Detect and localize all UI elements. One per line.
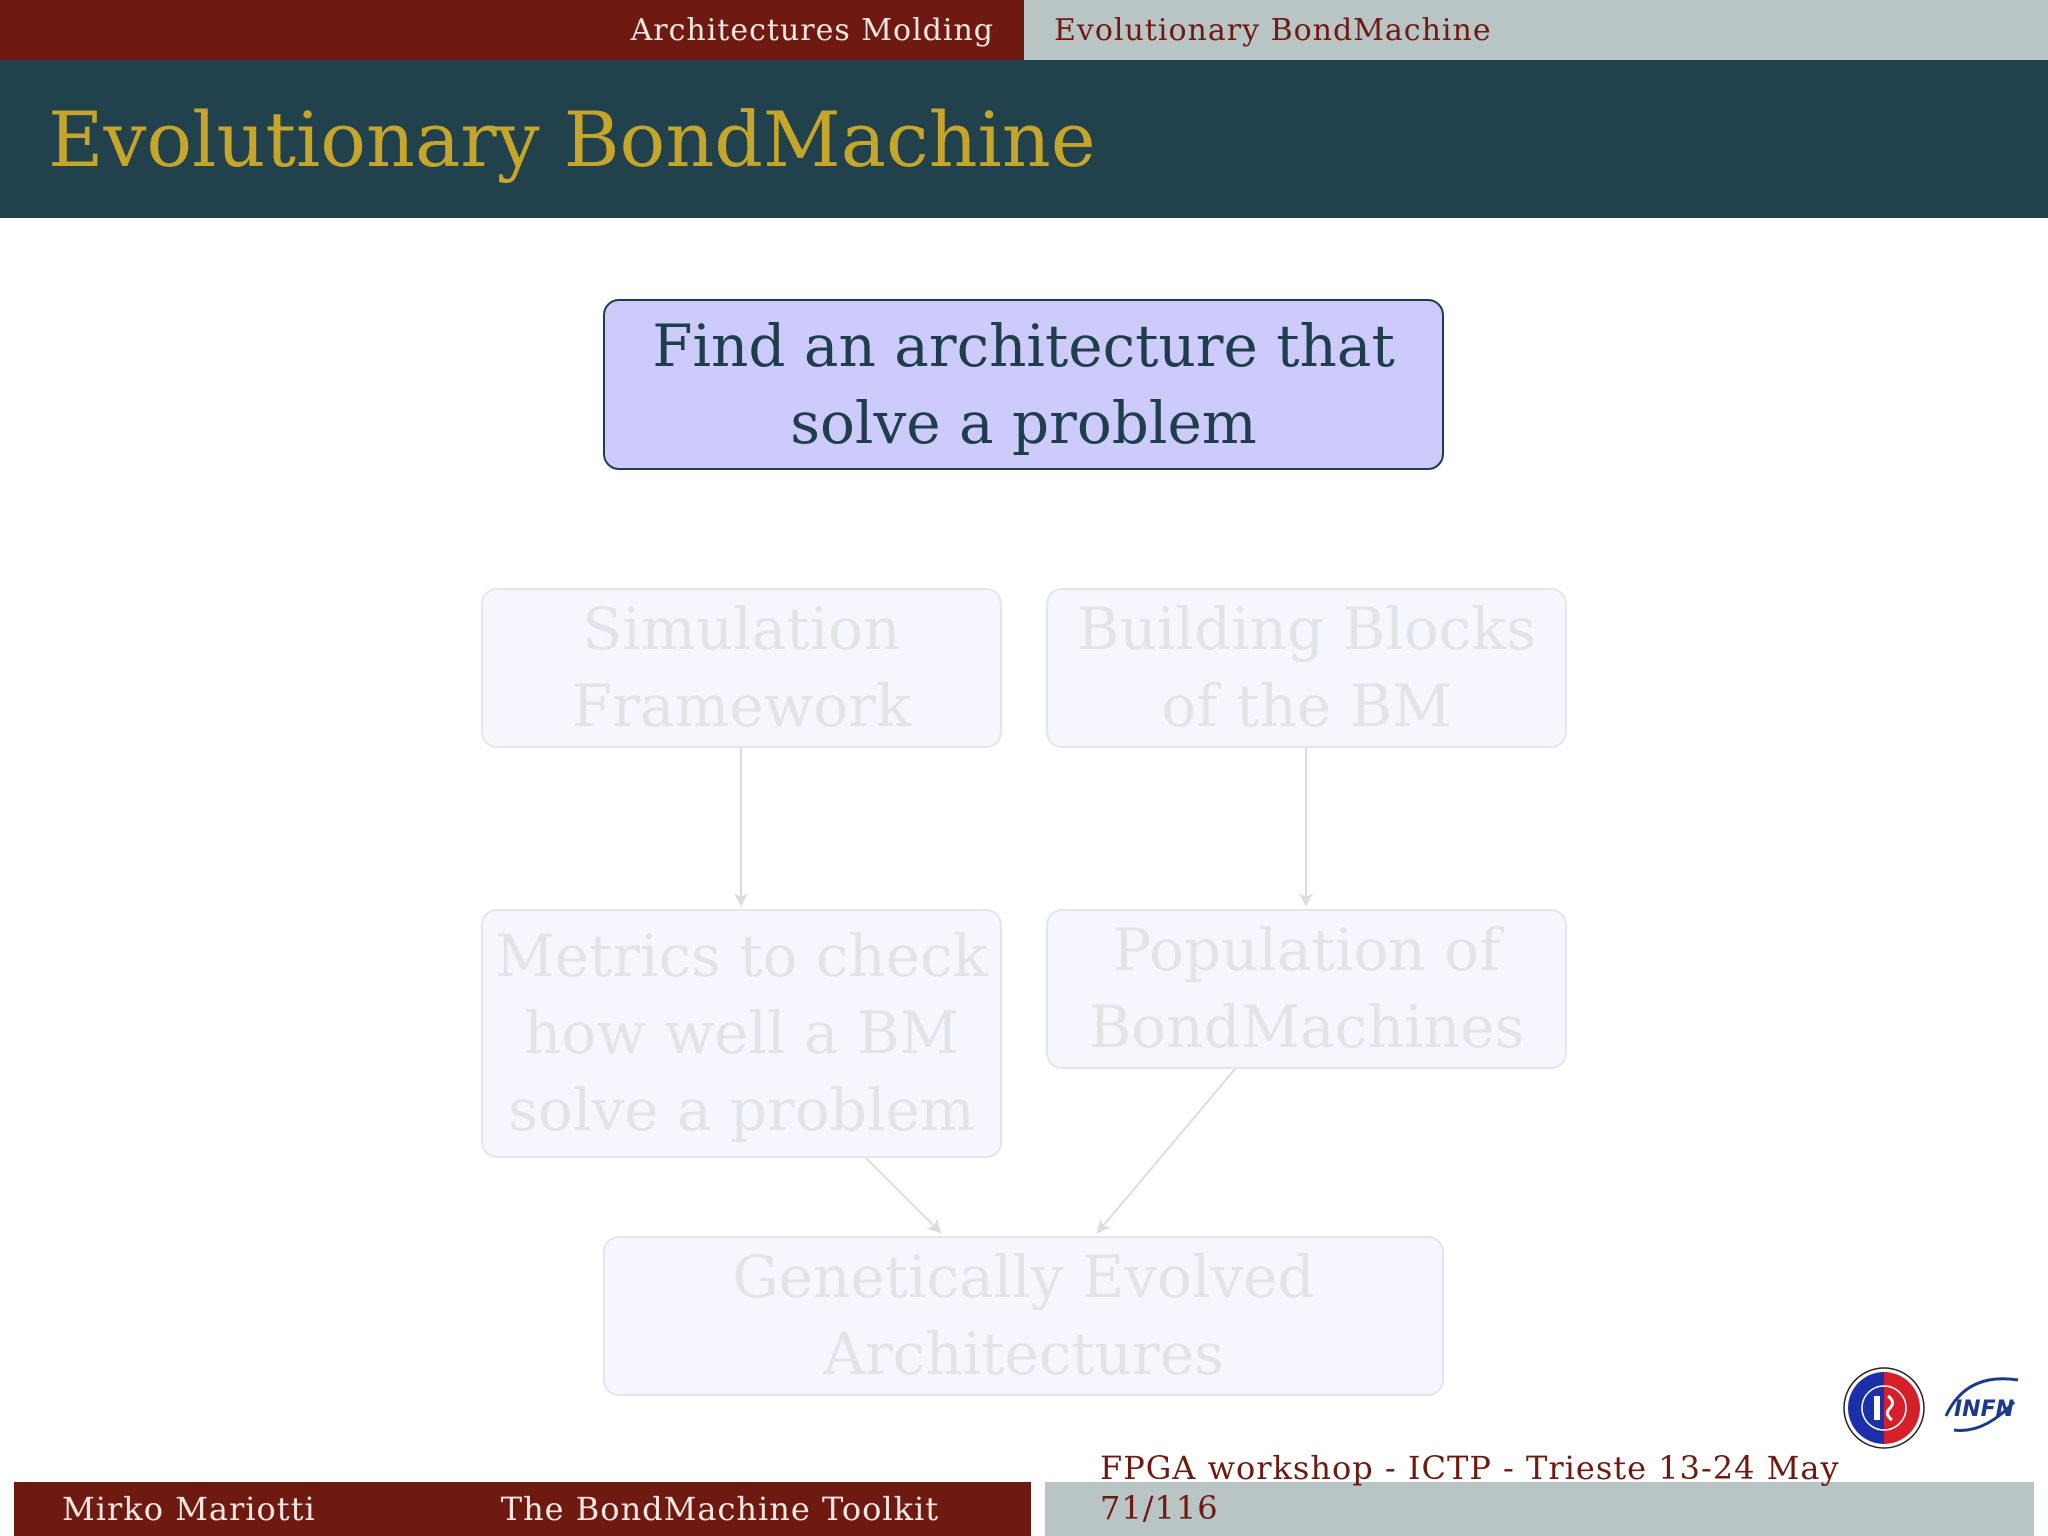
footer-author: Mirko Mariotti bbox=[62, 1490, 316, 1528]
infn-logo-text: INFN bbox=[1954, 1397, 2014, 1422]
footer-left: Mirko Mariotti The BondMachine Toolkit bbox=[14, 1482, 1032, 1536]
goal-node: Find an architecture that solve a proble… bbox=[603, 299, 1444, 470]
footer-right bbox=[1045, 1482, 2034, 1536]
section-link[interactable]: Architectures Molding bbox=[0, 0, 1024, 60]
arrow-population-to-genetic bbox=[1096, 1068, 1236, 1234]
footer-event: FPGA workshop - ICTP - Trieste 13-24 May bbox=[1100, 1449, 1840, 1487]
logos: INFN bbox=[1843, 1367, 2019, 1449]
genetic-architectures-node: Genetically Evolved Architectures bbox=[603, 1236, 1444, 1396]
building-blocks-node: Building Blocks of the BM bbox=[1046, 588, 1567, 748]
top-navigation-bar: Architectures Molding Evolutionary BondM… bbox=[0, 0, 2048, 60]
footer-event-info: FPGA workshop - ICTP - Trieste 13-24 May… bbox=[1100, 1448, 1840, 1528]
metrics-node: Metrics to check how well a BM solve a p… bbox=[481, 909, 1002, 1158]
simulation-framework-node: Simulation Framework bbox=[481, 588, 1002, 748]
arrow-metrics-to-genetic bbox=[865, 1157, 942, 1234]
frame-title-bar: Evolutionary BondMachine bbox=[0, 60, 2048, 218]
footer-bar: Mirko Mariotti The BondMachine Toolkit bbox=[14, 1482, 2034, 1536]
university-seal-icon bbox=[1843, 1367, 1925, 1449]
footer-short-title: The BondMachine Toolkit bbox=[500, 1490, 940, 1528]
footer-page-number: 71/116 bbox=[1100, 1489, 1219, 1527]
subsection-link[interactable]: Evolutionary BondMachine bbox=[1024, 0, 2048, 60]
population-node: Population of BondMachines bbox=[1046, 909, 1567, 1069]
slide-title: Evolutionary BondMachine bbox=[48, 95, 1096, 184]
infn-logo-icon: INFN bbox=[1944, 1377, 2019, 1432]
